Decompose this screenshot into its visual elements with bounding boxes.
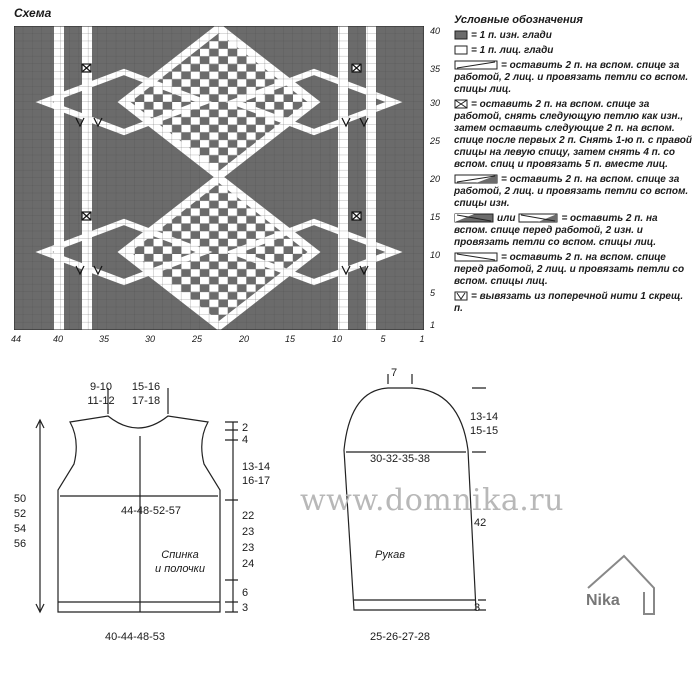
- legend-item: или= оставить 2 п. на вспом. спице перед…: [454, 213, 658, 248]
- legend-item: = вывязать из поперечной нити 1 скрещ. п…: [454, 291, 684, 314]
- row-label: 25: [430, 136, 441, 146]
- neck-back-label: 15-16 17-18: [131, 381, 161, 407]
- cross-box-icon: [454, 99, 468, 109]
- body-pattern-drawing: [35, 388, 238, 614]
- sleeve-piece-label: Рукав: [375, 549, 405, 561]
- dim-armhole: 13-14 16-17: [242, 461, 271, 487]
- sizes-label: 50 52 54 56: [13, 493, 27, 550]
- sleeve-wrist-label: 25-26-27-28: [370, 631, 430, 643]
- col-label: 15: [284, 334, 295, 344]
- legend-item: = 1 п. лиц. глади: [454, 45, 694, 57]
- row-label: 15: [430, 212, 441, 222]
- legend-item: = 1 п. изн. глади: [454, 30, 694, 42]
- sleeve-pattern-drawing: [343, 374, 486, 611]
- dim-2: 2: [242, 422, 249, 434]
- cable-right-wide-icon: [454, 60, 498, 70]
- body-piece-label: Спинка и полочки: [155, 549, 205, 575]
- knitting-chart: [14, 26, 424, 330]
- brand-name: Nika: [586, 592, 620, 609]
- sleeve-cap-height: 13-14 15-15: [470, 411, 499, 437]
- col-label: 5: [380, 334, 386, 344]
- row-labels: 1 5 10 15 20 25 30 35 40: [430, 26, 446, 330]
- row-label: 35: [430, 64, 441, 74]
- legend-item: = оставить 2 п. на вспом. спице перед ра…: [454, 252, 685, 287]
- col-label: 44: [10, 334, 21, 344]
- legend-item: = оставить 2 п. на вспом. спице за работ…: [454, 99, 692, 170]
- cable-left-purl-alt-icon: [518, 213, 558, 223]
- col-label: 10: [331, 334, 342, 344]
- col-label: 25: [191, 334, 202, 344]
- row-label: 5: [430, 288, 436, 298]
- row-label: 40: [430, 26, 441, 36]
- col-label: 40: [52, 334, 63, 344]
- row-label: 20: [430, 174, 441, 184]
- row-label: 1: [430, 320, 436, 330]
- legend-title: Условные обозначения: [454, 14, 583, 26]
- chest-width-label: 44-48-52-57: [121, 505, 181, 517]
- col-label: 20: [238, 334, 249, 344]
- sleeve-top-label: 7: [390, 367, 398, 379]
- cable-left-purl-icon: [454, 213, 494, 223]
- legend-item: = оставить 2 п. на вспом. спице за работ…: [454, 60, 689, 95]
- col-label: 1: [419, 334, 425, 344]
- hem-width-label: 40-44-48-53: [105, 631, 165, 643]
- col-label: 35: [98, 334, 109, 344]
- cable-left-wide-icon: [454, 252, 498, 262]
- col-label: 30: [144, 334, 155, 344]
- dim-side: 22 23 23 24: [242, 510, 255, 570]
- row-label: 10: [430, 250, 441, 260]
- dim-6: 6: [242, 587, 249, 599]
- row-label: 30: [430, 98, 441, 108]
- dark-square-icon: [454, 30, 468, 40]
- dim-3: 3: [242, 602, 249, 614]
- watermark: www.domnika.ru: [300, 483, 564, 518]
- neck-width-label: 9-10 11-12: [87, 381, 115, 407]
- cable-right-purl-icon: [454, 174, 498, 184]
- col-labels: 44 40 35 30 25 20 15 10 5 1: [0, 334, 440, 346]
- chart-title: Схема: [14, 6, 52, 20]
- sleeve-upper-width: 30-32-35-38: [370, 453, 430, 465]
- sleeve-cuff-label: 3: [474, 602, 481, 614]
- v-stitch-icon: [454, 291, 468, 301]
- white-square-icon: [454, 45, 468, 55]
- brand-logo-house-icon: [587, 554, 655, 615]
- legend: Условные обозначения = 1 п. изн. глади =…: [454, 14, 694, 318]
- legend-item: = оставить 2 п. на вспом. спице за работ…: [454, 174, 689, 209]
- sleeve-length-label: 42: [474, 517, 487, 529]
- dim-4: 4: [242, 434, 249, 446]
